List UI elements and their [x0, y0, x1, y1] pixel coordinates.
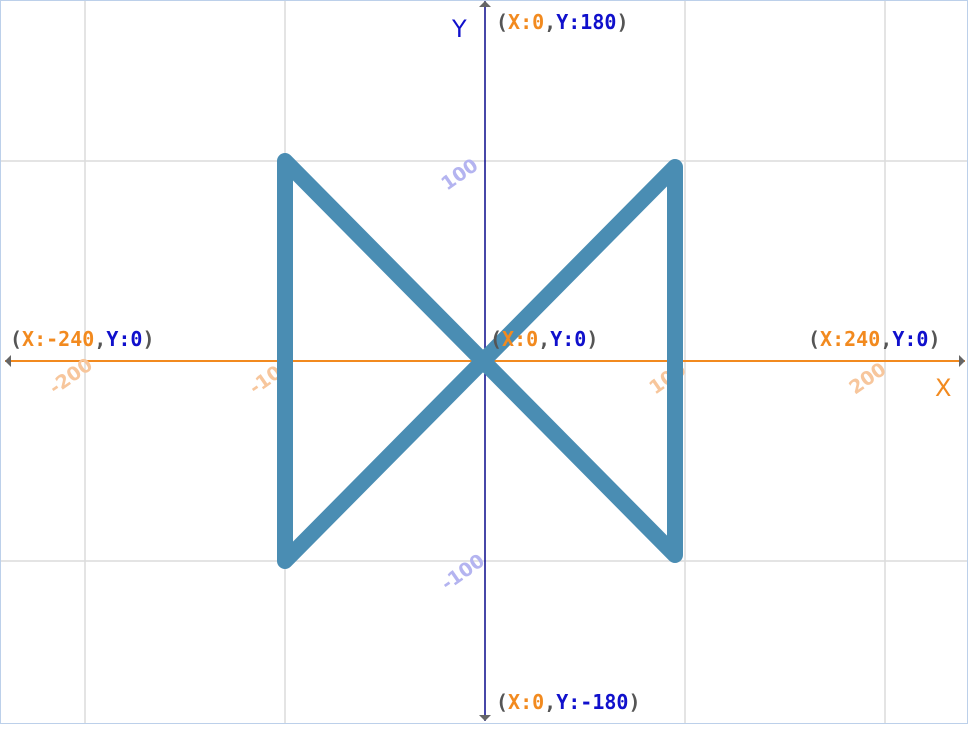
bowtie-shape [277, 153, 683, 569]
coordinate-label-top: (X:0,Y:180) [496, 10, 628, 34]
label-y-value: Y:0 [106, 327, 142, 351]
label-comma: , [880, 327, 892, 351]
label-x-value: X:0 [502, 327, 538, 351]
label-y-value: Y:0 [892, 327, 928, 351]
label-comma: , [544, 690, 556, 714]
label-paren: ) [628, 690, 640, 714]
coordinate-labels: (X:0,Y:180)(X:0,Y:-180)(X:-240,Y:0)(X:24… [10, 10, 940, 714]
label-comma: , [94, 327, 106, 351]
label-paren: ( [808, 327, 820, 351]
label-y-value: Y:-180 [556, 690, 628, 714]
label-paren: ( [490, 327, 502, 351]
label-comma: , [544, 10, 556, 34]
y-axis-bottom-arrow [479, 715, 491, 721]
label-paren: ( [496, 690, 508, 714]
label-paren: ) [928, 327, 940, 351]
label-paren: ( [496, 10, 508, 34]
y-axis-name: Y [451, 15, 467, 43]
label-x-value: X:240 [820, 327, 880, 351]
label-x-value: X:0 [508, 10, 544, 34]
y-axis-top-arrow [479, 1, 491, 7]
coordinate-label-right: (X:240,Y:0) [808, 327, 940, 351]
x-axis-left-arrow [5, 355, 11, 367]
label-paren: ) [142, 327, 154, 351]
label-paren: ( [10, 327, 22, 351]
label-comma: , [538, 327, 550, 351]
label-y-value: Y:180 [556, 10, 616, 34]
label-y-value: Y:0 [550, 327, 586, 351]
coordinate-label-origin: (X:0,Y:0) [490, 327, 598, 351]
label-x-value: X:-240 [22, 327, 94, 351]
x-axis-name: X [935, 374, 951, 402]
coordinate-label-bottom: (X:0,Y:-180) [496, 690, 641, 714]
label-paren: ) [616, 10, 628, 34]
shape [277, 153, 683, 569]
x-axis-right-arrow [959, 355, 965, 367]
axis-names: Y X [451, 15, 951, 402]
label-x-value: X:0 [508, 690, 544, 714]
label-paren: ) [586, 327, 598, 351]
coordinate-label-left: (X:-240,Y:0) [10, 327, 155, 351]
